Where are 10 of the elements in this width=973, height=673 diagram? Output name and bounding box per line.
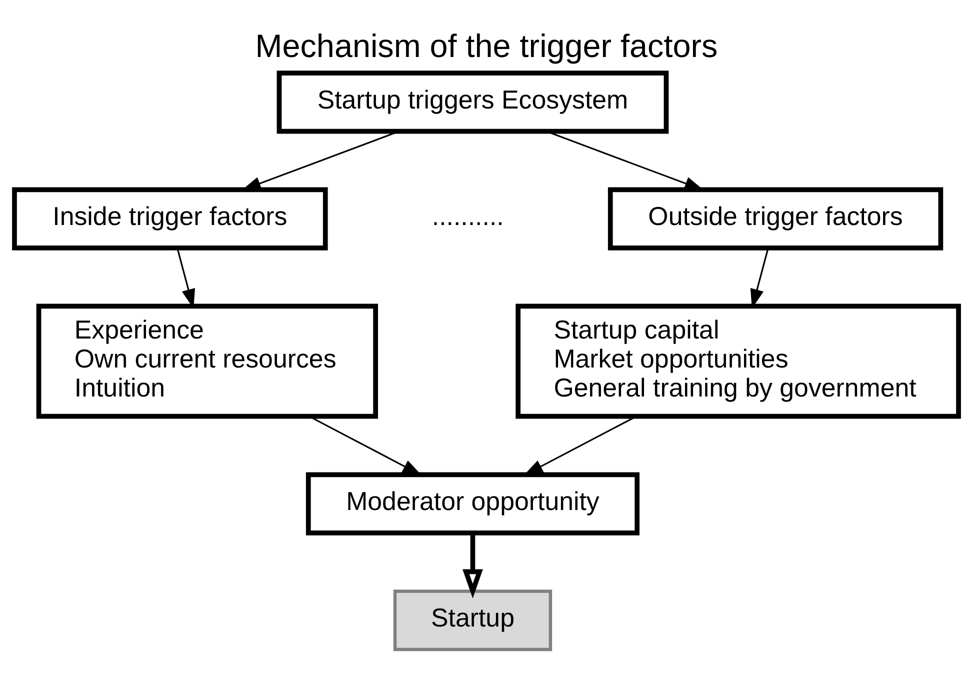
node-box: Inside trigger factors xyxy=(12,186,328,250)
arrow xyxy=(462,532,483,598)
label: .......... xyxy=(432,202,504,230)
node-box: Startup capital Market opportunities General training by government xyxy=(516,303,961,418)
diagram-title: Mechanism of the trigger factors xyxy=(255,27,718,64)
node-box: Moderator opportunity xyxy=(306,472,640,535)
node-box: Startup xyxy=(393,589,552,651)
node-box: Startup triggers Ecosystem xyxy=(276,70,669,134)
node-box: Experience Own current resources Intuition xyxy=(36,303,378,418)
node-box: Outside trigger factors xyxy=(608,186,944,250)
